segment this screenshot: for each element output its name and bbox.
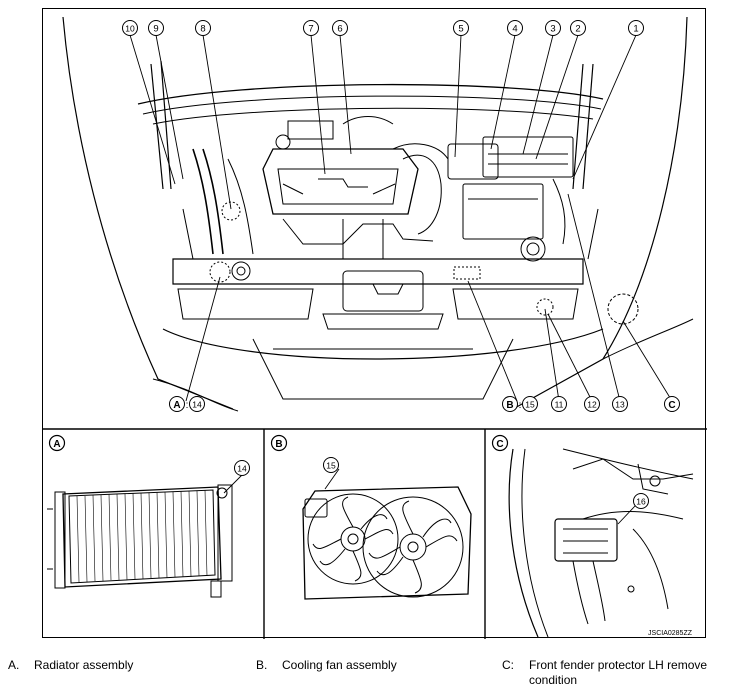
callout-14-panel-a: 14 (234, 460, 250, 476)
location-marker-b (453, 266, 481, 280)
cooling-fan-illustration (302, 468, 472, 600)
legend-text-a: Radiator assembly (34, 658, 134, 672)
svg-text:6: 6 (337, 24, 342, 35)
legend-key-b: B. (256, 658, 268, 672)
svg-text:12: 12 (587, 400, 597, 410)
svg-text:C: C (496, 439, 503, 450)
legend-key-c: C: (502, 658, 514, 672)
image-code: JSCIA0285ZZ (648, 630, 693, 637)
callout-13: 13 (612, 396, 628, 412)
svg-text:11: 11 (555, 400, 564, 410)
panel-a-label: A (48, 434, 66, 452)
svg-text::: : (186, 400, 189, 411)
engine-compartment-illustration (62, 16, 694, 412)
svg-text:A: A (173, 400, 180, 411)
callout-1: 1 (628, 20, 644, 36)
svg-text:7: 7 (308, 24, 313, 35)
callout-10: 10 (122, 20, 138, 36)
panel-b: B 15 (270, 434, 472, 600)
legend-text-b: Cooling fan assembly (282, 658, 397, 672)
svg-text:15: 15 (525, 400, 535, 410)
callout-3: 3 (545, 20, 561, 36)
panel-c-label: C (491, 434, 509, 452)
panel-b-label: B (270, 434, 288, 452)
callouts-bottom: A : 14 B : 15 11 12 13 C (169, 396, 680, 412)
svg-text:4: 4 (512, 24, 517, 35)
callout-9: 9 (148, 20, 164, 36)
fender-illustration (508, 448, 694, 638)
location-marker-c (607, 293, 639, 325)
callout-8: 8 (195, 20, 211, 36)
svg-text:B: B (506, 400, 513, 411)
ref-a-14: A : 14 (169, 396, 205, 412)
callouts-top: 10 9 8 7 6 5 4 3 2 1 (122, 20, 644, 36)
svg-text:C: C (668, 400, 675, 411)
callout-6: 6 (332, 20, 348, 36)
engine-compartment-diagram: 10 9 8 7 6 5 4 3 2 1 A : 14 B : 15 11 12… (43, 16, 707, 639)
svg-text:B: B (275, 439, 282, 450)
panel-c: C 16 JSCIA0285ZZ (491, 434, 694, 638)
location-marker-8 (221, 201, 241, 221)
legend-text-c: Front fender protector LH remove (529, 658, 708, 672)
svg-text:15: 15 (326, 461, 336, 471)
svg-text:5: 5 (458, 24, 463, 35)
svg-text:1: 1 (633, 24, 638, 35)
diagram-frame: 10 9 8 7 6 5 4 3 2 1 A : 14 B : 15 11 12… (42, 8, 707, 639)
ref-c: C (664, 396, 680, 412)
svg-text:A: A (53, 439, 60, 450)
legend-key-a: A. (8, 658, 20, 672)
svg-text::: : (519, 400, 522, 411)
ref-b-15: B : 15 (502, 396, 538, 412)
callout-4: 4 (507, 20, 523, 36)
leader-lines (129, 34, 673, 402)
svg-text:13: 13 (615, 400, 625, 410)
callout-12: 12 (584, 396, 600, 412)
svg-text:8: 8 (200, 24, 205, 35)
svg-text:14: 14 (237, 464, 247, 474)
radiator-illustration (47, 484, 233, 598)
svg-text:9: 9 (153, 24, 158, 35)
svg-text:3: 3 (550, 24, 555, 35)
svg-text:2: 2 (575, 24, 580, 35)
panel-a: A 14 (47, 434, 250, 598)
callout-5: 5 (453, 20, 469, 36)
legend-text-c-line2: condition (529, 673, 578, 687)
location-marker-a (209, 261, 231, 283)
callout-7: 7 (303, 20, 319, 36)
svg-text:14: 14 (192, 400, 202, 410)
svg-text:16: 16 (636, 497, 646, 507)
location-marker-11 (536, 298, 554, 316)
callout-15-panel-b: 15 (323, 457, 339, 473)
callout-11: 11 (551, 396, 567, 412)
svg-text:10: 10 (125, 24, 135, 34)
callout-16-panel-c: 16 (633, 493, 649, 509)
callout-2: 2 (570, 20, 586, 36)
